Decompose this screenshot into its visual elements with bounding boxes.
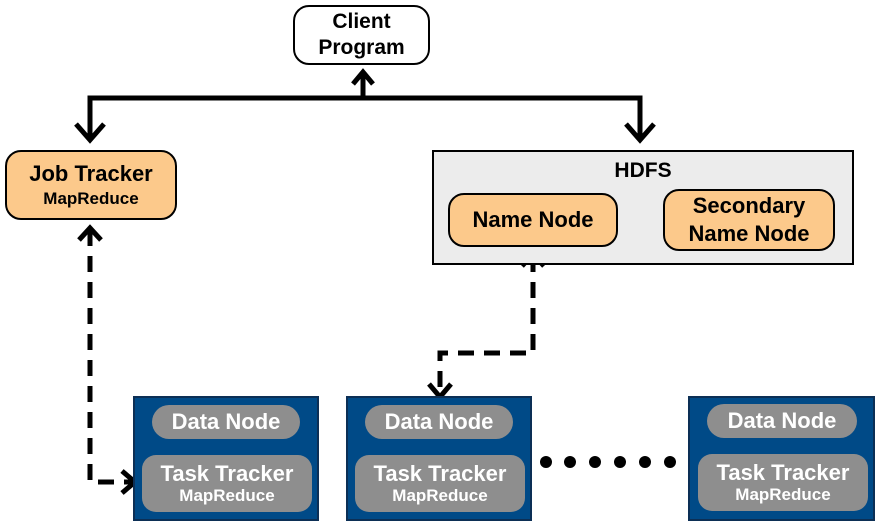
dot-icon	[589, 456, 601, 468]
dot-icon	[564, 456, 576, 468]
task-tracker-pill: Task Tracker MapReduce	[355, 455, 525, 512]
job-tracker-subtitle: MapReduce	[43, 189, 139, 208]
task-tracker-label: Task Tracker	[160, 461, 294, 486]
client-label-line2: Program	[318, 36, 405, 59]
client-arrowhead-icon	[351, 68, 375, 86]
namenode-datanode-dashed-line	[437, 256, 536, 395]
client-program-box: Client Program	[293, 5, 430, 65]
hdfs-arrowhead-icon	[624, 122, 656, 144]
jobtracker-task-dashed-line	[87, 230, 132, 485]
data-node-pill: Data Node	[707, 404, 857, 438]
data-node-label: Data Node	[384, 409, 494, 434]
job-tracker-title: Job Tracker	[29, 161, 153, 186]
secondary-label-line2: Name Node	[688, 221, 810, 246]
dot-icon	[664, 456, 676, 468]
task-tracker-label: Task Tracker	[373, 461, 507, 486]
solid-connectors	[74, 68, 656, 144]
jobtracker-arrowhead-icon	[74, 122, 106, 144]
secondary-name-node-box: Secondary Name Node	[663, 189, 835, 251]
dot-icon	[614, 456, 626, 468]
jobtracker-up-arrowhead-icon	[77, 224, 103, 242]
worker-node-3: Data Node Task Tracker MapReduce	[688, 396, 875, 521]
task-tracker-sublabel: MapReduce	[392, 486, 488, 505]
task-tracker-pill: Task Tracker MapReduce	[142, 455, 312, 512]
job-tracker-box: Job Tracker MapReduce	[5, 150, 177, 220]
secondary-label-line1: Secondary	[692, 193, 806, 218]
dot-icon	[540, 456, 552, 468]
worker-node-2: Data Node Task Tracker MapReduce	[346, 396, 532, 521]
worker-node-1: Data Node Task Tracker MapReduce	[133, 396, 319, 521]
name-node-label: Name Node	[472, 207, 594, 232]
data-node-label: Data Node	[727, 408, 837, 433]
hdfs-title: HDFS	[614, 159, 672, 182]
dot-icon	[639, 456, 651, 468]
data-node-label: Data Node	[171, 409, 281, 434]
task-tracker-label: Task Tracker	[716, 460, 850, 485]
data-node-pill: Data Node	[152, 405, 300, 439]
name-node-box: Name Node	[448, 193, 618, 247]
client-bus-line	[87, 95, 643, 138]
task-tracker-sublabel: MapReduce	[179, 486, 275, 505]
task-tracker-sublabel: MapReduce	[735, 485, 831, 504]
data-node-pill: Data Node	[365, 405, 513, 439]
client-label-line1: Client	[332, 10, 391, 33]
task-tracker-pill: Task Tracker MapReduce	[698, 454, 868, 511]
